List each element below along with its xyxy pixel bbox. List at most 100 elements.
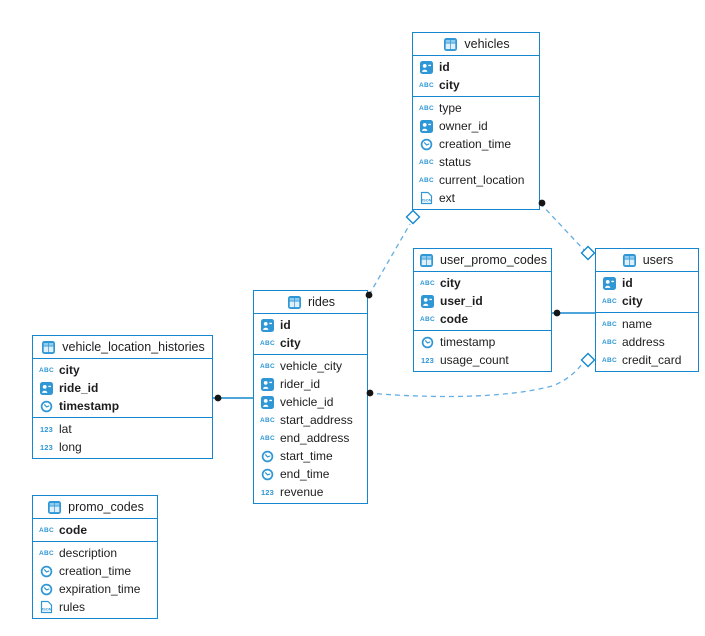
text-type-icon: ABC	[419, 104, 434, 112]
text-type-icon: ABC	[260, 339, 275, 347]
column-name: city	[59, 363, 80, 377]
text-type-icon: ABC	[419, 81, 434, 89]
column-name: lat	[59, 422, 72, 436]
column-name: id	[280, 318, 291, 332]
number-type-icon: 123	[260, 487, 275, 497]
table-icon	[286, 295, 303, 309]
table-name: vehicles	[464, 37, 510, 51]
column-name: ride_id	[59, 381, 99, 395]
id-type-icon	[418, 60, 435, 74]
table-header[interactable]: users	[596, 249, 698, 272]
svg-text:JSON: JSON	[41, 607, 52, 612]
column-rider_id: rider_id	[254, 375, 367, 393]
column-creation_time: creation_time	[33, 562, 157, 580]
number-type-icon: 123	[420, 355, 435, 365]
json-type-icon: JSON	[418, 191, 435, 205]
relationship-vehicles-users	[539, 202, 585, 251]
column-city: ABC city	[33, 361, 212, 379]
column-id: id	[413, 58, 539, 76]
table-name: users	[642, 253, 674, 267]
column-name: city	[280, 336, 301, 350]
table-header[interactable]: rides	[254, 291, 367, 314]
parent-end-diamond	[580, 245, 596, 261]
column-name: vehicle_id	[280, 395, 334, 409]
column-name: revenue	[280, 485, 324, 499]
column-ride_id: ride_id	[33, 379, 212, 397]
column-name: end_address	[280, 431, 350, 445]
text-type-icon: ABC	[39, 366, 54, 374]
column-owner_id: owner_id	[413, 117, 539, 135]
column-name: timestamp	[440, 335, 496, 349]
column-start_time: start_time	[254, 447, 367, 465]
id-type-icon	[418, 119, 435, 133]
column-end_time: end_time	[254, 465, 367, 483]
column-name: city	[440, 276, 461, 290]
text-type-icon: ABC	[260, 434, 275, 442]
table-header[interactable]: promo_codes	[33, 496, 157, 519]
column-name: start_time	[280, 449, 333, 463]
column-name: type	[439, 101, 462, 115]
column-name: long	[59, 440, 82, 454]
table-header[interactable]: user_promo_codes	[414, 249, 551, 272]
column-city: ABC city	[254, 334, 367, 352]
column-name: timestamp	[59, 399, 120, 413]
column-type: ABC type	[413, 99, 539, 117]
id-type-icon	[259, 318, 276, 332]
column-name: city	[622, 294, 643, 308]
column-timestamp: timestamp	[33, 397, 212, 415]
column-user_id: user_id	[414, 292, 551, 310]
table-header[interactable]: vehicle_location_histories	[33, 336, 212, 359]
time-type-icon	[419, 335, 436, 349]
text-type-icon: ABC	[420, 315, 435, 323]
column-name: creation_time	[59, 564, 132, 578]
column-name: id	[439, 60, 450, 74]
column-start_address: ABC start_address	[254, 411, 367, 429]
column-name: code	[59, 523, 88, 537]
table-header[interactable]: vehicles	[413, 33, 539, 56]
parent-end-diamond	[405, 209, 421, 225]
text-type-icon: ABC	[260, 362, 275, 370]
text-type-icon: ABC	[419, 176, 434, 184]
column-creation_time: creation_time	[413, 135, 539, 153]
text-type-icon: ABC	[602, 297, 617, 305]
id-type-icon	[419, 294, 436, 308]
column-name: vehicle_city	[280, 359, 343, 373]
column-end_address: ABC end_address	[254, 429, 367, 447]
child-end-dot	[553, 309, 561, 317]
json-type-icon: JSON	[38, 600, 55, 614]
text-type-icon: ABC	[260, 416, 275, 424]
parent-end-diamond	[580, 352, 596, 368]
column-name: rules	[59, 600, 86, 614]
column-vehicle_city: ABC vehicle_city	[254, 357, 367, 375]
column-name: start_address	[280, 413, 353, 427]
column-code: ABC code	[414, 310, 551, 328]
column-name: address	[622, 335, 665, 349]
id-type-icon	[38, 381, 55, 395]
column-name: code	[440, 312, 469, 326]
time-type-icon	[38, 564, 55, 578]
svg-text:JSON: JSON	[421, 198, 432, 203]
